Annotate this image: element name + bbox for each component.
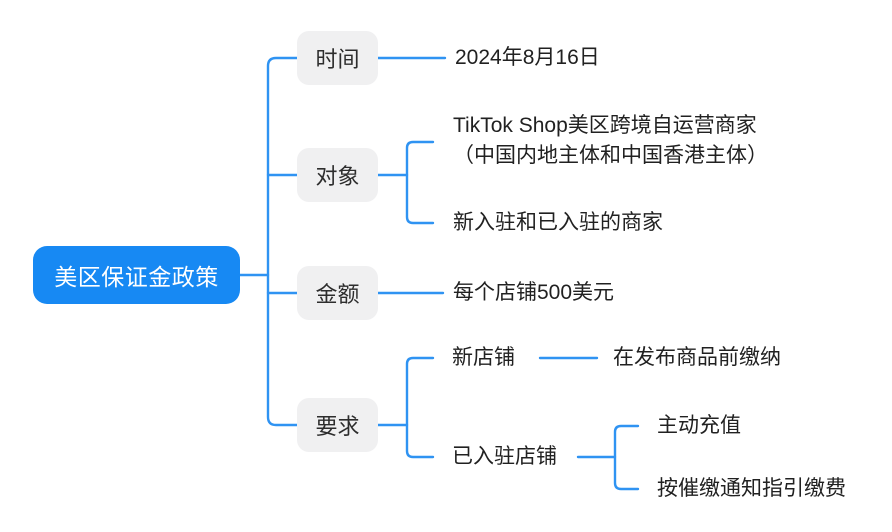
leaf-new-and-existing-merchants: 新入驻和已入驻的商家	[453, 211, 663, 234]
connector-trunk	[266, 56, 299, 427]
leaf-pay-per-notice: 按催缴通知指引缴费	[657, 477, 846, 500]
leaf-target-merchants-line2: （中国内地主体和中国香港主体）	[453, 144, 768, 167]
branch-node-requirement: 要求	[297, 398, 378, 452]
leaf-deposit-amount: 每个店铺500美元	[453, 281, 615, 304]
branch-node-target: 对象	[297, 148, 378, 202]
leaf-existing-shop: 已入驻店铺	[452, 445, 557, 468]
root-node-deposit-policy: 美区保证金政策	[33, 246, 240, 304]
leaf-voluntary-recharge: 主动充值	[657, 414, 741, 437]
leaf-target-merchants: TikTok Shop美区跨境自运营商家 （中国内地主体和中国香港主体）	[453, 111, 768, 171]
leaf-pay-before-listing: 在发布商品前缴纳	[613, 346, 781, 369]
connector-existing-bracket	[613, 424, 640, 491]
leaf-new-shop: 新店铺	[452, 346, 515, 369]
branch-node-amount: 金额	[297, 266, 378, 320]
leaf-effective-date: 2024年8月16日	[455, 46, 600, 69]
leaf-target-merchants-line1: TikTok Shop美区跨境自运营商家	[453, 114, 757, 137]
connector-req-bracket	[405, 356, 435, 459]
connector-target-bracket	[405, 140, 435, 225]
branch-node-time: 时间	[297, 31, 378, 85]
